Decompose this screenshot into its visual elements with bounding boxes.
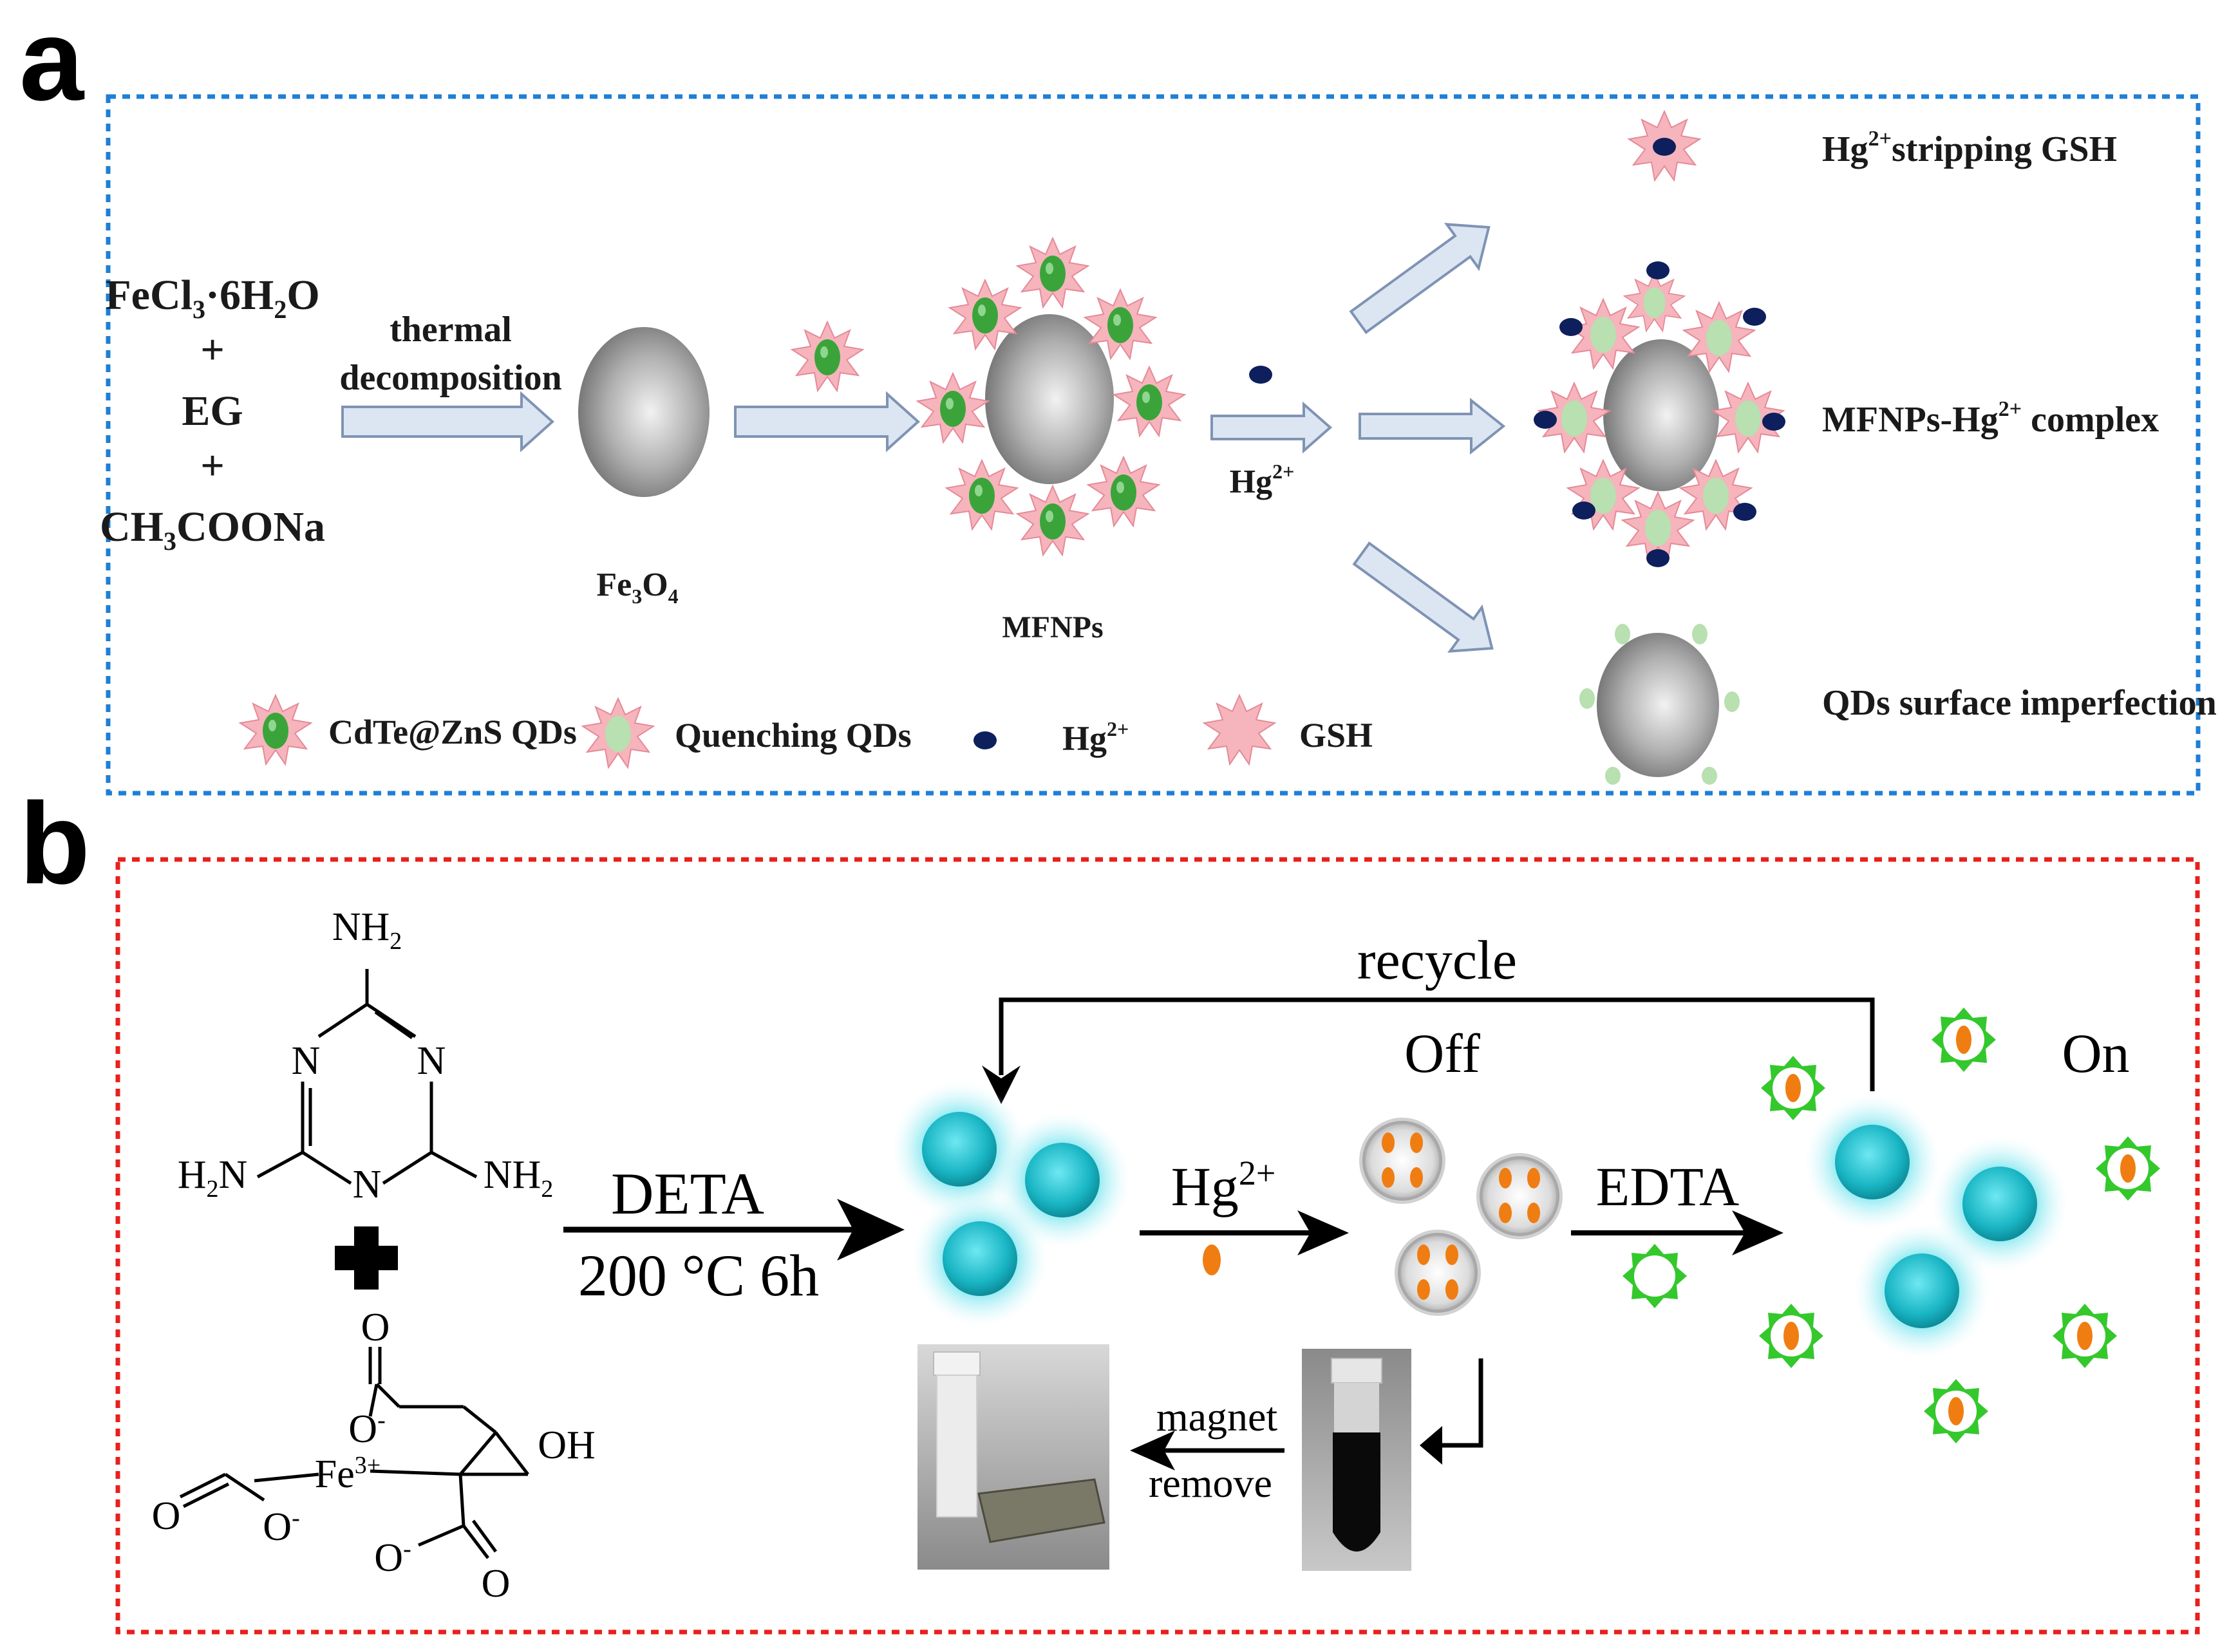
melamine-structure [256,969,478,1185]
atom-h2n: H2N [178,1153,248,1203]
edta-icon [1623,1244,1687,1308]
arrow-bent-down-head [1420,1426,1442,1465]
panel-b-border [115,857,2200,1635]
arrow-deta [563,1199,905,1261]
arrow-bent-down [1433,1358,1483,1448]
photo-vial-dark [1302,1349,1411,1571]
label-off: Off [1404,1022,1480,1084]
outcome-qds-surface-imperfection: QDs surface imperfection [1822,683,2217,723]
gsh-hg-complex [1628,111,1700,181]
hg-ion [1249,366,1272,384]
atom-n-bottom: N [353,1163,382,1206]
label-conditions: 200 °C 6h [578,1243,819,1308]
plus-icon [335,1226,398,1290]
hg-ion-orange [1203,1244,1221,1275]
legend-gsh-icon [1203,695,1275,765]
citrate-labels: O O- OH Fe3+ O O- O- O [152,1306,596,1606]
mfnps-hg-complex [1534,261,1785,567]
fe3o4-label: Fe3O4 [596,567,678,608]
melamine-labels: NH2 N N N H2N NH2 [178,905,554,1206]
arrow-thermal [341,391,554,453]
panel-a-letter: a [19,0,85,125]
legend-gsh-label: GSH [1299,716,1373,755]
atom-n-right: N [417,1039,446,1083]
arrow-functionalize [734,391,920,453]
qds-imperfect-particle [1579,624,1740,785]
fe3o4-sphere [578,327,710,497]
mfnps-particle [917,238,1185,556]
label-hg-add: Hg2+ [1171,1154,1276,1217]
legend-quenching-icon [582,698,654,768]
atom-nh2-right: NH2 [484,1153,554,1203]
arrow-hg [1210,401,1333,454]
step-label-decomposition: decomposition [339,358,561,398]
label-magnet: magnet [1156,1394,1278,1440]
reactant-ch3coona: CH3COONa [100,503,325,556]
mfnps-label: MFNPs [1002,610,1103,644]
label-recycle: recycle [1357,929,1517,991]
panel-a-border [106,94,2201,796]
label-on: On [2062,1022,2129,1084]
label-deta: DETA [611,1161,764,1226]
atom-nh2-top: NH2 [332,905,402,955]
outcome-mfnps-hg-complex: MFNPs-Hg2+ complex [1822,397,2159,440]
atom-o-minus-bottom: O- [374,1535,411,1580]
plus-sign: + [200,442,225,489]
legend-qds-icon [240,695,312,765]
cdots-group-restored [1805,1094,2067,1358]
arrow-outcome-up [1349,223,1491,334]
reactants: FeCl3·6H2O + EG + CH3COONa [100,272,325,556]
atom-o-bottom: O [482,1562,511,1606]
atom-fe3plus: Fe3+ [315,1452,381,1496]
arrow-hg-add [1140,1210,1349,1255]
arrow-outcome-down [1352,541,1494,653]
arrow-edta [1571,1210,1783,1255]
qd-reagent [791,321,863,391]
recycle-arrow [999,997,1875,1091]
step-label-thermal: thermal [390,310,512,350]
photo-vial-magnet [917,1344,1109,1570]
legend-hg-label: Hg2+ [1062,717,1129,758]
legend: CdTe@ZnS QDs Quenching QDs Hg2+ GSH [240,695,1373,768]
reactant-eg: EG [182,388,243,435]
atom-oh: OH [538,1423,596,1467]
atom-o-left: O [152,1494,181,1538]
legend-qds-label: CdTe@ZnS QDs [328,713,577,751]
atom-o-top: O [361,1306,390,1349]
legend-quenching-label: Quenching QDs [675,716,912,755]
recycle-arrowhead [982,1065,1021,1104]
atom-o-minus-upper: O- [348,1407,385,1451]
ferric-citrate-structure [179,1347,529,1559]
label-remove: remove [1149,1460,1272,1506]
reactant-fecl3: FeCl3·6H2O [105,272,319,324]
outcome-hg-stripping-gsh: Hg2+stripping GSH [1822,127,2117,169]
cdots-group-synthesized [892,1082,1130,1326]
hg-step-label: Hg2+ [1230,460,1295,500]
arrow-outcome-middle [1359,397,1506,455]
panel-b-letter: b [19,779,90,908]
quenched-dots-group [1362,1121,1559,1313]
atom-n-left: N [292,1039,321,1083]
arrow-magnet-remove [1130,1431,1284,1470]
legend-hg-icon [974,731,997,749]
atom-o-minus-left: O- [263,1505,299,1549]
plus-sign: + [200,326,225,373]
label-edta: EDTA [1596,1156,1739,1217]
